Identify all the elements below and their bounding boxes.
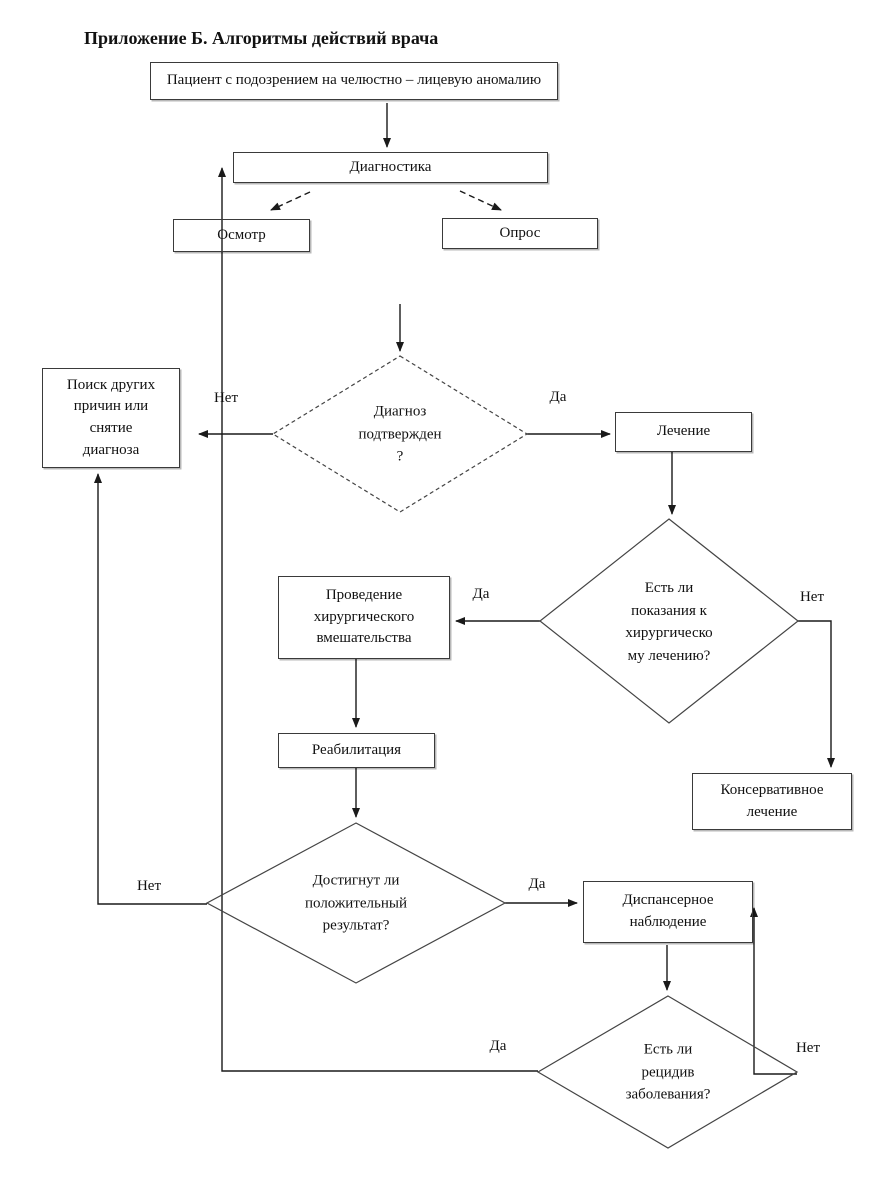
node-treatment: Лечение [615,412,752,452]
node-search-other-causes: Поиск других причин или снятие диагноза [42,368,180,468]
decision-diagnosis-confirmed-label: Диагноз подтвержден ? [358,403,442,465]
node-rehabilitation: Реабилитация [278,733,435,768]
decision-surgery-indications-shape [539,518,799,724]
decision-diagnosis-confirmed-shape [271,355,529,513]
connector-relapse-yes-diagnostics [218,167,538,1072]
edge-label-relapse-yes: Да [489,1038,507,1054]
edge-label-surgery-no: Нет [799,589,825,605]
decision-positive-result-shape [205,822,507,984]
node-conservative-treatment-label: Консервативное лечение [720,781,824,820]
node-inspection: Осмотр [173,219,310,252]
node-interview: Опрос [442,218,598,249]
edge-label-relapse-no: Нет [795,1040,821,1056]
node-interview-label: Опрос [499,224,541,241]
decision-relapse-shape [536,995,799,1149]
edge-label-diagnosis-yes: Да [549,389,567,405]
node-diagnostics: Диагностика [233,152,548,183]
decision-surgery-indications-label: Есть ли показания к хирургическо му лече… [625,580,713,664]
edge-label-result-no: Нет [136,878,162,894]
node-rehabilitation-label: Реабилитация [311,741,402,758]
node-patient-label: Пациент с подозрением на челюстно – лице… [166,72,542,89]
edge-label-diagnosis-no: Нет [213,390,239,406]
node-conservative-treatment: Консервативное лечение [692,773,852,830]
node-inspection-label: Осмотр [217,226,266,243]
node-dispensary-observation: Диспансерное наблюдение [583,881,753,943]
node-dispensary-observation-label: Диспансерное наблюдение [622,892,714,930]
node-patient: Пациент с подозрением на челюстно – лице… [150,62,558,100]
node-search-other-causes-label: Поиск других причин или снятие диагноза [66,376,156,458]
decision-positive-result-label: Достигнут ли положительный результат? [304,872,407,934]
connector-diagnostics-inspection [270,191,311,211]
connector-surgery-no-conservative [798,620,835,768]
node-surgery-label: Проведение хирургического вмешательства [313,586,415,647]
connector-diagnostics-interview [459,190,502,211]
page-title: Приложение Б. Алгоритмы действий врача [84,28,439,48]
connector-relapse-no-dispensary [750,907,797,1075]
edge-label-result-yes: Да [528,876,546,892]
decision-relapse-label: Есть ли рецидив заболевания? [625,1041,711,1103]
connector-result-no-search [94,473,207,905]
edge-label-surgery-yes: Да [472,586,490,602]
node-diagnostics-label: Диагностика [349,158,432,175]
node-surgery: Проведение хирургического вмешательства [278,576,450,659]
node-treatment-label: Лечение [656,423,711,440]
